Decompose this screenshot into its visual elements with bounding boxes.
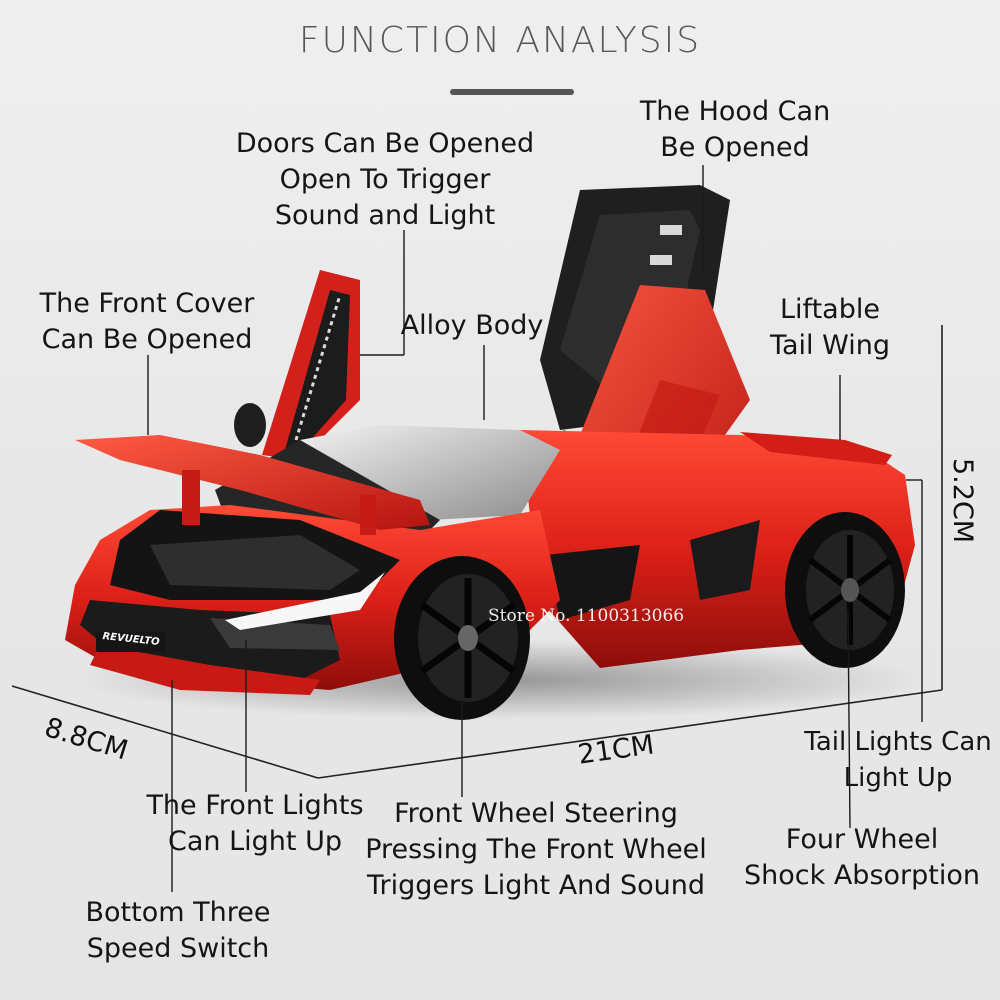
callout-speed-switch-line2: Speed Switch	[86, 933, 270, 964]
callout-front-cover-line2: Can Be Opened	[41, 324, 253, 355]
callout-alloy-body: Alloy Body	[392, 308, 552, 344]
front-wheel	[394, 556, 530, 720]
dimension-height: 5.2CM	[947, 458, 978, 544]
callout-steering-line2: Pressing The Front Wheel	[365, 834, 707, 865]
front-cover-open	[75, 435, 430, 535]
callout-front-cover-line1: The Front Cover	[39, 288, 255, 319]
callout-steering-line3: Triggers Light And Sound	[366, 870, 706, 901]
callout-hood: The Hood Can Be Opened	[620, 94, 850, 166]
tail-wing	[740, 432, 892, 465]
title-underline	[450, 89, 574, 95]
callout-tail-lights: Tail Lights Can Light Up	[796, 724, 1000, 796]
page-title: FUNCTION ANALYSIS	[298, 20, 702, 61]
store-watermark: Store No. 1100313066	[488, 606, 685, 626]
callout-front-cover: The Front Cover Can Be Opened	[22, 286, 272, 358]
callout-hood-line2: Be Opened	[660, 132, 810, 163]
callout-shock-line2: Shock Absorption	[744, 860, 980, 891]
callout-front-lights-line1: The Front Lights	[146, 790, 364, 821]
callout-shock-line1: Four Wheel	[785, 824, 939, 855]
callout-lines	[147, 165, 923, 892]
callout-tail-wing-line1: Liftable	[780, 294, 880, 325]
callout-speed-switch-line1: Bottom Three	[85, 897, 271, 928]
callout-doors-line3: Sound and Light	[274, 200, 496, 231]
callout-doors-line2: Open To Trigger	[279, 164, 491, 195]
callout-doors-line1: Doors Can Be Opened	[235, 128, 535, 159]
callout-shock: Four Wheel Shock Absorption	[740, 822, 984, 894]
callout-tail-wing-line2: Tail Wing	[769, 330, 890, 361]
callout-tail-lights-line1: Tail Lights Can	[804, 727, 992, 757]
callout-tail-wing: Liftable Tail Wing	[752, 292, 908, 364]
callout-steering: Front Wheel Steering Pressing The Front …	[358, 796, 714, 904]
callout-front-lights-line2: Can Light Up	[168, 826, 342, 857]
callout-front-lights: The Front Lights Can Light Up	[140, 788, 370, 860]
callout-steering-line1: Front Wheel Steering	[394, 798, 678, 829]
callout-doors: Doors Can Be Opened Open To Trigger Soun…	[222, 126, 548, 234]
callout-hood-line1: The Hood Can	[639, 96, 831, 127]
rear-wheel	[785, 512, 905, 668]
callout-tail-lights-line2: Light Up	[843, 763, 953, 793]
callout-alloy-body-line1: Alloy Body	[400, 310, 544, 341]
callout-speed-switch: Bottom Three Speed Switch	[80, 895, 276, 967]
far-door-open	[234, 270, 360, 460]
